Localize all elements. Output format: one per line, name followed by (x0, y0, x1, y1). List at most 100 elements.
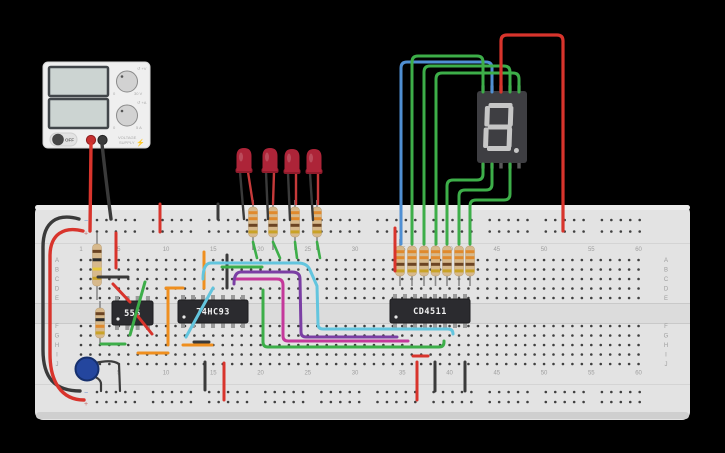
wire-cyan-93-diag[interactable] (184, 286, 215, 339)
psu-brand-1: VOLTAGE (118, 135, 137, 140)
wire-green-555-diag[interactable] (128, 280, 147, 337)
svg-text:30: 30 (352, 371, 359, 377)
svg-text:E: E (55, 296, 59, 302)
ics-layer: 555 74HC93 CD4511 (111, 294, 471, 330)
resistor[interactable] (95, 301, 105, 344)
svg-text:25: 25 (304, 371, 311, 377)
ic-555[interactable]: 555 (111, 296, 154, 330)
wire-green-seg-c[interactable] (434, 71, 521, 246)
svg-text:H: H (55, 343, 59, 349)
wire-green-led1[interactable] (251, 240, 259, 260)
wire-red-display-common[interactable] (499, 33, 565, 233)
resistor[interactable] (268, 200, 278, 250)
knob-v-icon: ↺ +V (137, 66, 147, 71)
knob-marker (120, 75, 124, 78)
svg-text:+: + (84, 401, 88, 408)
svg-text:555: 555 (124, 309, 141, 319)
svg-text:H: H (664, 343, 668, 349)
svg-text:10: 10 (163, 371, 170, 377)
svg-text:F: F (55, 324, 59, 330)
power-supply[interactable]: ↺ +V 0 30 V ↺ +A 0 5 A OFF VOLTAGE SUPPL… (42, 61, 151, 149)
svg-text:CD4511: CD4511 (413, 307, 447, 317)
wire-red-555-b[interactable] (134, 312, 154, 336)
svg-text:B: B (664, 268, 668, 274)
psu-voltage-knob[interactable] (116, 70, 138, 93)
resistor[interactable] (395, 239, 405, 286)
resistor[interactable] (312, 200, 322, 250)
resistors-layer (92, 200, 475, 344)
wire-green-led2[interactable] (271, 240, 282, 260)
led-red[interactable] (235, 148, 255, 221)
psu-current-knob[interactable] (116, 104, 138, 127)
led-red[interactable] (283, 149, 301, 222)
resistor[interactable] (430, 239, 441, 286)
svg-text:45: 45 (493, 247, 500, 253)
svg-text:−: − (84, 218, 88, 225)
svg-text:A: A (55, 258, 59, 264)
wire-purple-to-4511[interactable] (232, 270, 399, 339)
psu-power-toggle-knob[interactable] (52, 133, 64, 146)
svg-text:15: 15 (210, 371, 217, 377)
wire-red-psu[interactable] (88, 142, 93, 233)
psu-voltage-screen (47, 65, 110, 98)
svg-text:C: C (664, 277, 669, 283)
wires-layer (41, 33, 565, 402)
svg-text:60: 60 (635, 371, 642, 377)
wire-green-seg-d[interactable] (445, 162, 485, 246)
svg-text:A: A (664, 258, 668, 264)
svg-text:30: 30 (352, 247, 359, 253)
svg-text:10: 10 (163, 247, 170, 253)
wire-green-to-4511[interactable] (261, 288, 446, 349)
svg-text:55: 55 (588, 371, 595, 377)
svg-text:B: B (55, 268, 59, 274)
svg-text:25: 25 (304, 247, 311, 253)
svg-text:C: C (55, 277, 60, 283)
svg-text:20: 20 (257, 371, 264, 377)
psu-current-screen (47, 97, 110, 130)
wire-green-led4[interactable] (315, 240, 322, 260)
wire-green-seg-e[interactable] (457, 162, 494, 246)
resistor[interactable] (454, 239, 464, 286)
wire-green-led3[interactable] (293, 240, 299, 260)
psu-brand-2: SUPPLY (119, 140, 135, 145)
svg-text:5: 5 (117, 247, 121, 253)
svg-text:I: I (665, 353, 667, 359)
resistor[interactable] (419, 239, 429, 286)
svg-text:20: 20 (257, 247, 264, 253)
svg-text:J: J (665, 362, 668, 368)
seven-segment-display[interactable] (477, 85, 527, 169)
capacitor[interactable] (74, 356, 122, 393)
knob-a-icon: ↺ +A (137, 100, 147, 105)
svg-text:45: 45 (493, 371, 500, 377)
wire-red-555-a[interactable] (111, 282, 132, 304)
wire-cyan-to-4511[interactable] (201, 261, 455, 336)
svg-text:74HC93: 74HC93 (196, 308, 230, 318)
svg-text:G: G (55, 334, 60, 340)
led-red[interactable] (261, 148, 279, 221)
breadboard-labels: 1155101015152020252530303535404045455050… (55, 218, 669, 408)
wire-black-psu[interactable] (100, 142, 113, 221)
svg-text:−: − (84, 390, 88, 397)
knob-v-max: 30 V (134, 91, 143, 96)
psu-off-label: OFF (65, 138, 74, 143)
knob-v-min: 0 (113, 91, 116, 96)
wire-green-seg-a[interactable] (410, 54, 485, 246)
svg-text:50: 50 (541, 247, 548, 253)
svg-text:35: 35 (399, 371, 406, 377)
wire-red-rail-wrap[interactable] (48, 228, 86, 402)
led-red[interactable] (305, 149, 323, 222)
wire-green-seg-b[interactable] (422, 64, 512, 246)
leds-layer (235, 148, 323, 222)
resistor[interactable] (407, 239, 417, 286)
svg-text:50: 50 (541, 371, 548, 377)
svg-text:F: F (664, 324, 668, 330)
ic-cd4511[interactable]: CD4511 (389, 294, 471, 328)
wire-green-seg-f[interactable] (468, 162, 512, 246)
components-layer: ↺ +V 0 30 V ↺ +A 0 5 A OFF VOLTAGE SUPPL… (42, 61, 527, 393)
wire-magenta-to-4511[interactable] (234, 277, 410, 343)
resistor[interactable] (442, 239, 452, 286)
resistor[interactable] (465, 239, 475, 286)
ic-74hc93[interactable]: 74HC93 (177, 295, 249, 328)
segment-digit (483, 103, 519, 153)
